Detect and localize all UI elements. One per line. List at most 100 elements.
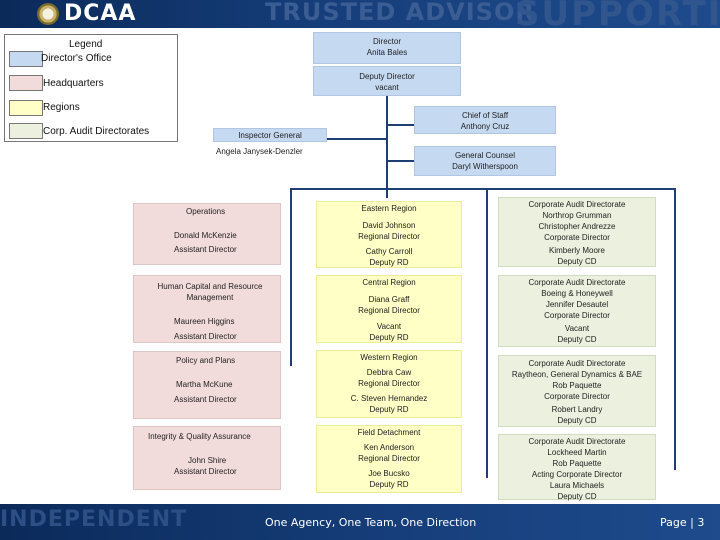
- hq-box-policy-plans: Policy and Plans Martha McKune Assistant…: [133, 351, 281, 419]
- legend-title: Legend: [69, 39, 103, 50]
- legend-label-regions: Regions: [43, 102, 80, 113]
- corp-deputy-name: Kimberly Moore: [548, 246, 605, 255]
- header-banner: DCAA TRUSTED ADVISOR SUPPORTIV: [0, 0, 720, 28]
- corp-deputy-name: Vacant: [564, 324, 590, 333]
- region-box-western: Western Region Debbra Caw Regional Direc…: [316, 350, 462, 418]
- hq-role: Assistant Director: [174, 467, 237, 476]
- dcaa-logo: DCAA: [64, 1, 137, 26]
- region-director-name: Ken Anderson: [363, 443, 415, 452]
- region-director-role: Regional Director: [358, 306, 420, 315]
- general-counsel-name: Daryl Witherspoon: [452, 162, 518, 171]
- region-title: Central Region: [362, 278, 416, 287]
- hq-title: Integrity & Quality Assurance: [148, 432, 251, 441]
- inspector-general-title: Inspector General: [238, 131, 302, 140]
- region-director-name: Diana Graff: [368, 295, 410, 304]
- chief-of-staff-box: Chief of Staff Anthony Cruz: [414, 106, 556, 134]
- deputy-director-box: Deputy Director vacant: [313, 66, 461, 96]
- hq-role: Assistant Director: [174, 332, 237, 341]
- region-director-role: Regional Director: [358, 379, 420, 388]
- header-watermark-left: TRUSTED ADVISOR: [265, 0, 535, 26]
- legend: Legend Director's Office Headquarters Re…: [4, 34, 178, 142]
- corp-director-name: Rob Paquette: [552, 459, 602, 468]
- region-title: Eastern Region: [361, 204, 417, 213]
- corp-director-role: Corporate Director: [544, 392, 610, 401]
- spine-connector: [386, 96, 388, 198]
- legend-label-directors-office: Director's Office: [41, 53, 112, 64]
- corp-director-name: Rob Paquette: [552, 381, 602, 390]
- footer-tagline: One Agency, One Team, One Direction: [265, 516, 477, 529]
- hq-box-human-capital: Human Capital and Resource Management Ma…: [133, 275, 281, 343]
- corp-director-role: Corporate Director: [544, 233, 610, 242]
- director-title: Director: [372, 37, 401, 46]
- region-deputy-role: Deputy RD: [369, 405, 409, 414]
- legend-swatch-headquarters: [9, 75, 43, 91]
- region-title: Field Detachment: [357, 428, 421, 437]
- corp-deputy-role: Deputy CD: [557, 492, 597, 501]
- corp-deputy-role: Deputy CD: [557, 335, 597, 344]
- legend-label-headquarters: Headquarters: [43, 78, 104, 89]
- gc-connector: [388, 160, 414, 162]
- general-counsel-box: General Counsel Daryl Witherspoon: [414, 146, 556, 176]
- region-director-name: Debbra Caw: [366, 368, 412, 377]
- inspector-general-box: Inspector General: [213, 128, 327, 142]
- legend-swatch-regions: [9, 100, 43, 116]
- hq-name: Martha McKune: [176, 380, 233, 389]
- hq-title: Operations: [186, 207, 226, 216]
- corp-box-lockheed: Corporate Audit Directorate Lockheed Mar…: [498, 434, 656, 501]
- header-watermark-right: SUPPORTIV: [515, 0, 720, 28]
- hq-name: Donald McKenzie: [174, 231, 237, 240]
- region-box-eastern: Eastern Region David Johnson Regional Di…: [316, 201, 462, 268]
- region-box-central: Central Region Diana Graff Regional Dire…: [316, 275, 462, 343]
- chief-of-staff-title: Chief of Staff: [461, 111, 509, 120]
- corp-box-boeing: Corporate Audit Directorate Boeing & Hon…: [498, 275, 656, 347]
- regions-vertical-connector: [486, 188, 488, 478]
- corp-director-role: Corporate Director: [544, 311, 610, 320]
- region-deputy-name: Cathy Carroll: [365, 247, 413, 256]
- corp-title: Corporate Audit Directorate: [528, 200, 626, 209]
- page-number: Page | 3: [660, 516, 705, 529]
- corp-director-role: Acting Corporate Director: [531, 470, 623, 479]
- hq-box-operations: Operations Donald McKenzie Assistant Dir…: [133, 203, 281, 265]
- region-deputy-name: Joe Bucsko: [368, 469, 410, 478]
- corp-title: Corporate Audit Directorate: [528, 278, 626, 287]
- region-deputy-role: Deputy RD: [369, 333, 409, 342]
- hq-title: Policy and Plans: [176, 356, 236, 365]
- region-director-role: Regional Director: [358, 454, 420, 463]
- deputy-director-name: vacant: [375, 83, 399, 92]
- footer-watermark: INDEPENDENT: [0, 507, 188, 532]
- corp-subtitle: Raytheon, General Dynamics & BAE: [511, 370, 643, 379]
- footer-banner: INDEPENDENT One Agency, One Team, One Di…: [0, 504, 720, 540]
- legend-label-corp-audit: Corp. Audit Directorates: [43, 126, 150, 137]
- branch-connector: [290, 188, 676, 190]
- corp-subtitle: Northrop Grumman: [542, 211, 612, 220]
- hq-box-integrity-qa: Integrity & Quality Assurance John Shire…: [133, 426, 281, 490]
- region-director-role: Regional Director: [358, 232, 420, 241]
- corp-vertical-connector: [674, 188, 676, 470]
- corp-box-northrop: Corporate Audit Directorate Northrop Gru…: [498, 197, 656, 267]
- corp-subtitle: Lockheed Martin: [547, 448, 607, 457]
- legend-swatch-directors-office: [9, 51, 43, 67]
- corp-deputy-name: Robert Landry: [551, 405, 603, 414]
- region-box-field-detachment: Field Detachment Ken Anderson Regional D…: [316, 425, 462, 493]
- hq-title: Human Capital and Resource Management: [157, 282, 263, 302]
- corp-box-raytheon: Corporate Audit Directorate Raytheon, Ge…: [498, 355, 656, 427]
- corp-director-name: Jennifer Desautel: [545, 300, 609, 309]
- hq-vertical-connector: [290, 188, 292, 366]
- chief-of-staff-name: Anthony Cruz: [460, 122, 510, 131]
- legend-swatch-corp-audit: [9, 123, 43, 139]
- hq-name: Maureen Higgins: [174, 317, 235, 326]
- director-box: Director Anita Bales: [313, 32, 461, 64]
- corp-deputy-role: Deputy CD: [557, 257, 597, 266]
- corp-deputy-role: Deputy CD: [557, 416, 597, 425]
- corp-deputy-name: Laura Michaels: [549, 481, 605, 490]
- cos-connector: [388, 124, 414, 126]
- deputy-director-title: Deputy Director: [359, 72, 415, 81]
- general-counsel-title: General Counsel: [454, 151, 516, 160]
- corp-title: Corporate Audit Directorate: [528, 359, 626, 368]
- region-director-name: David Johnson: [362, 221, 416, 230]
- region-deputy-name: Vacant: [376, 322, 402, 331]
- corp-director-name: Christopher Andrezze: [538, 222, 616, 231]
- hq-role: Assistant Director: [174, 395, 237, 404]
- region-deputy-role: Deputy RD: [369, 258, 409, 267]
- ig-connector: [326, 138, 386, 140]
